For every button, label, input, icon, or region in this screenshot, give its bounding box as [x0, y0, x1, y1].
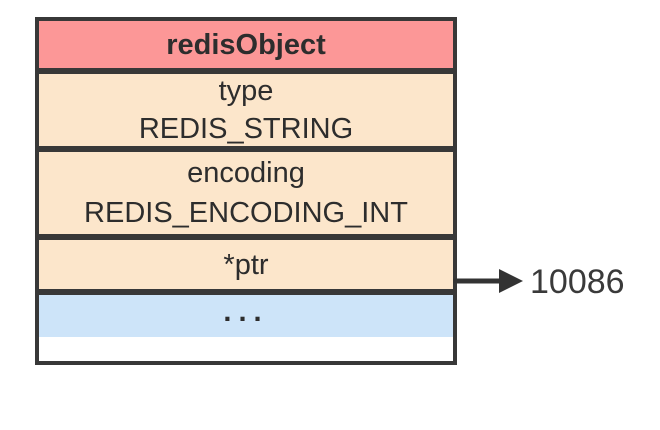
- pointer-target-value: 10086: [530, 263, 625, 301]
- struct-header-row: redisObject: [39, 21, 453, 68]
- struct-row-ptr: *ptr: [39, 234, 453, 289]
- field-label-ptr: *ptr: [223, 248, 269, 281]
- ellipsis-text: ...: [223, 296, 269, 328]
- field-label-encoding: encoding: [187, 157, 305, 189]
- struct-row-encoding: encoding REDIS_ENCODING_INT: [39, 146, 453, 234]
- field-value-encoding: REDIS_ENCODING_INT: [84, 197, 408, 229]
- field-value-type: REDIS_STRING: [138, 113, 354, 145]
- redis-object-struct-table: redisObject type REDIS_STRING encoding R…: [35, 17, 457, 365]
- field-label-type: type: [218, 75, 274, 107]
- pointer-arrow-icon: [453, 269, 523, 293]
- struct-row-ellipsis: ...: [39, 289, 453, 337]
- struct-title: redisObject: [166, 28, 326, 61]
- struct-row-type: type REDIS_STRING: [39, 68, 453, 146]
